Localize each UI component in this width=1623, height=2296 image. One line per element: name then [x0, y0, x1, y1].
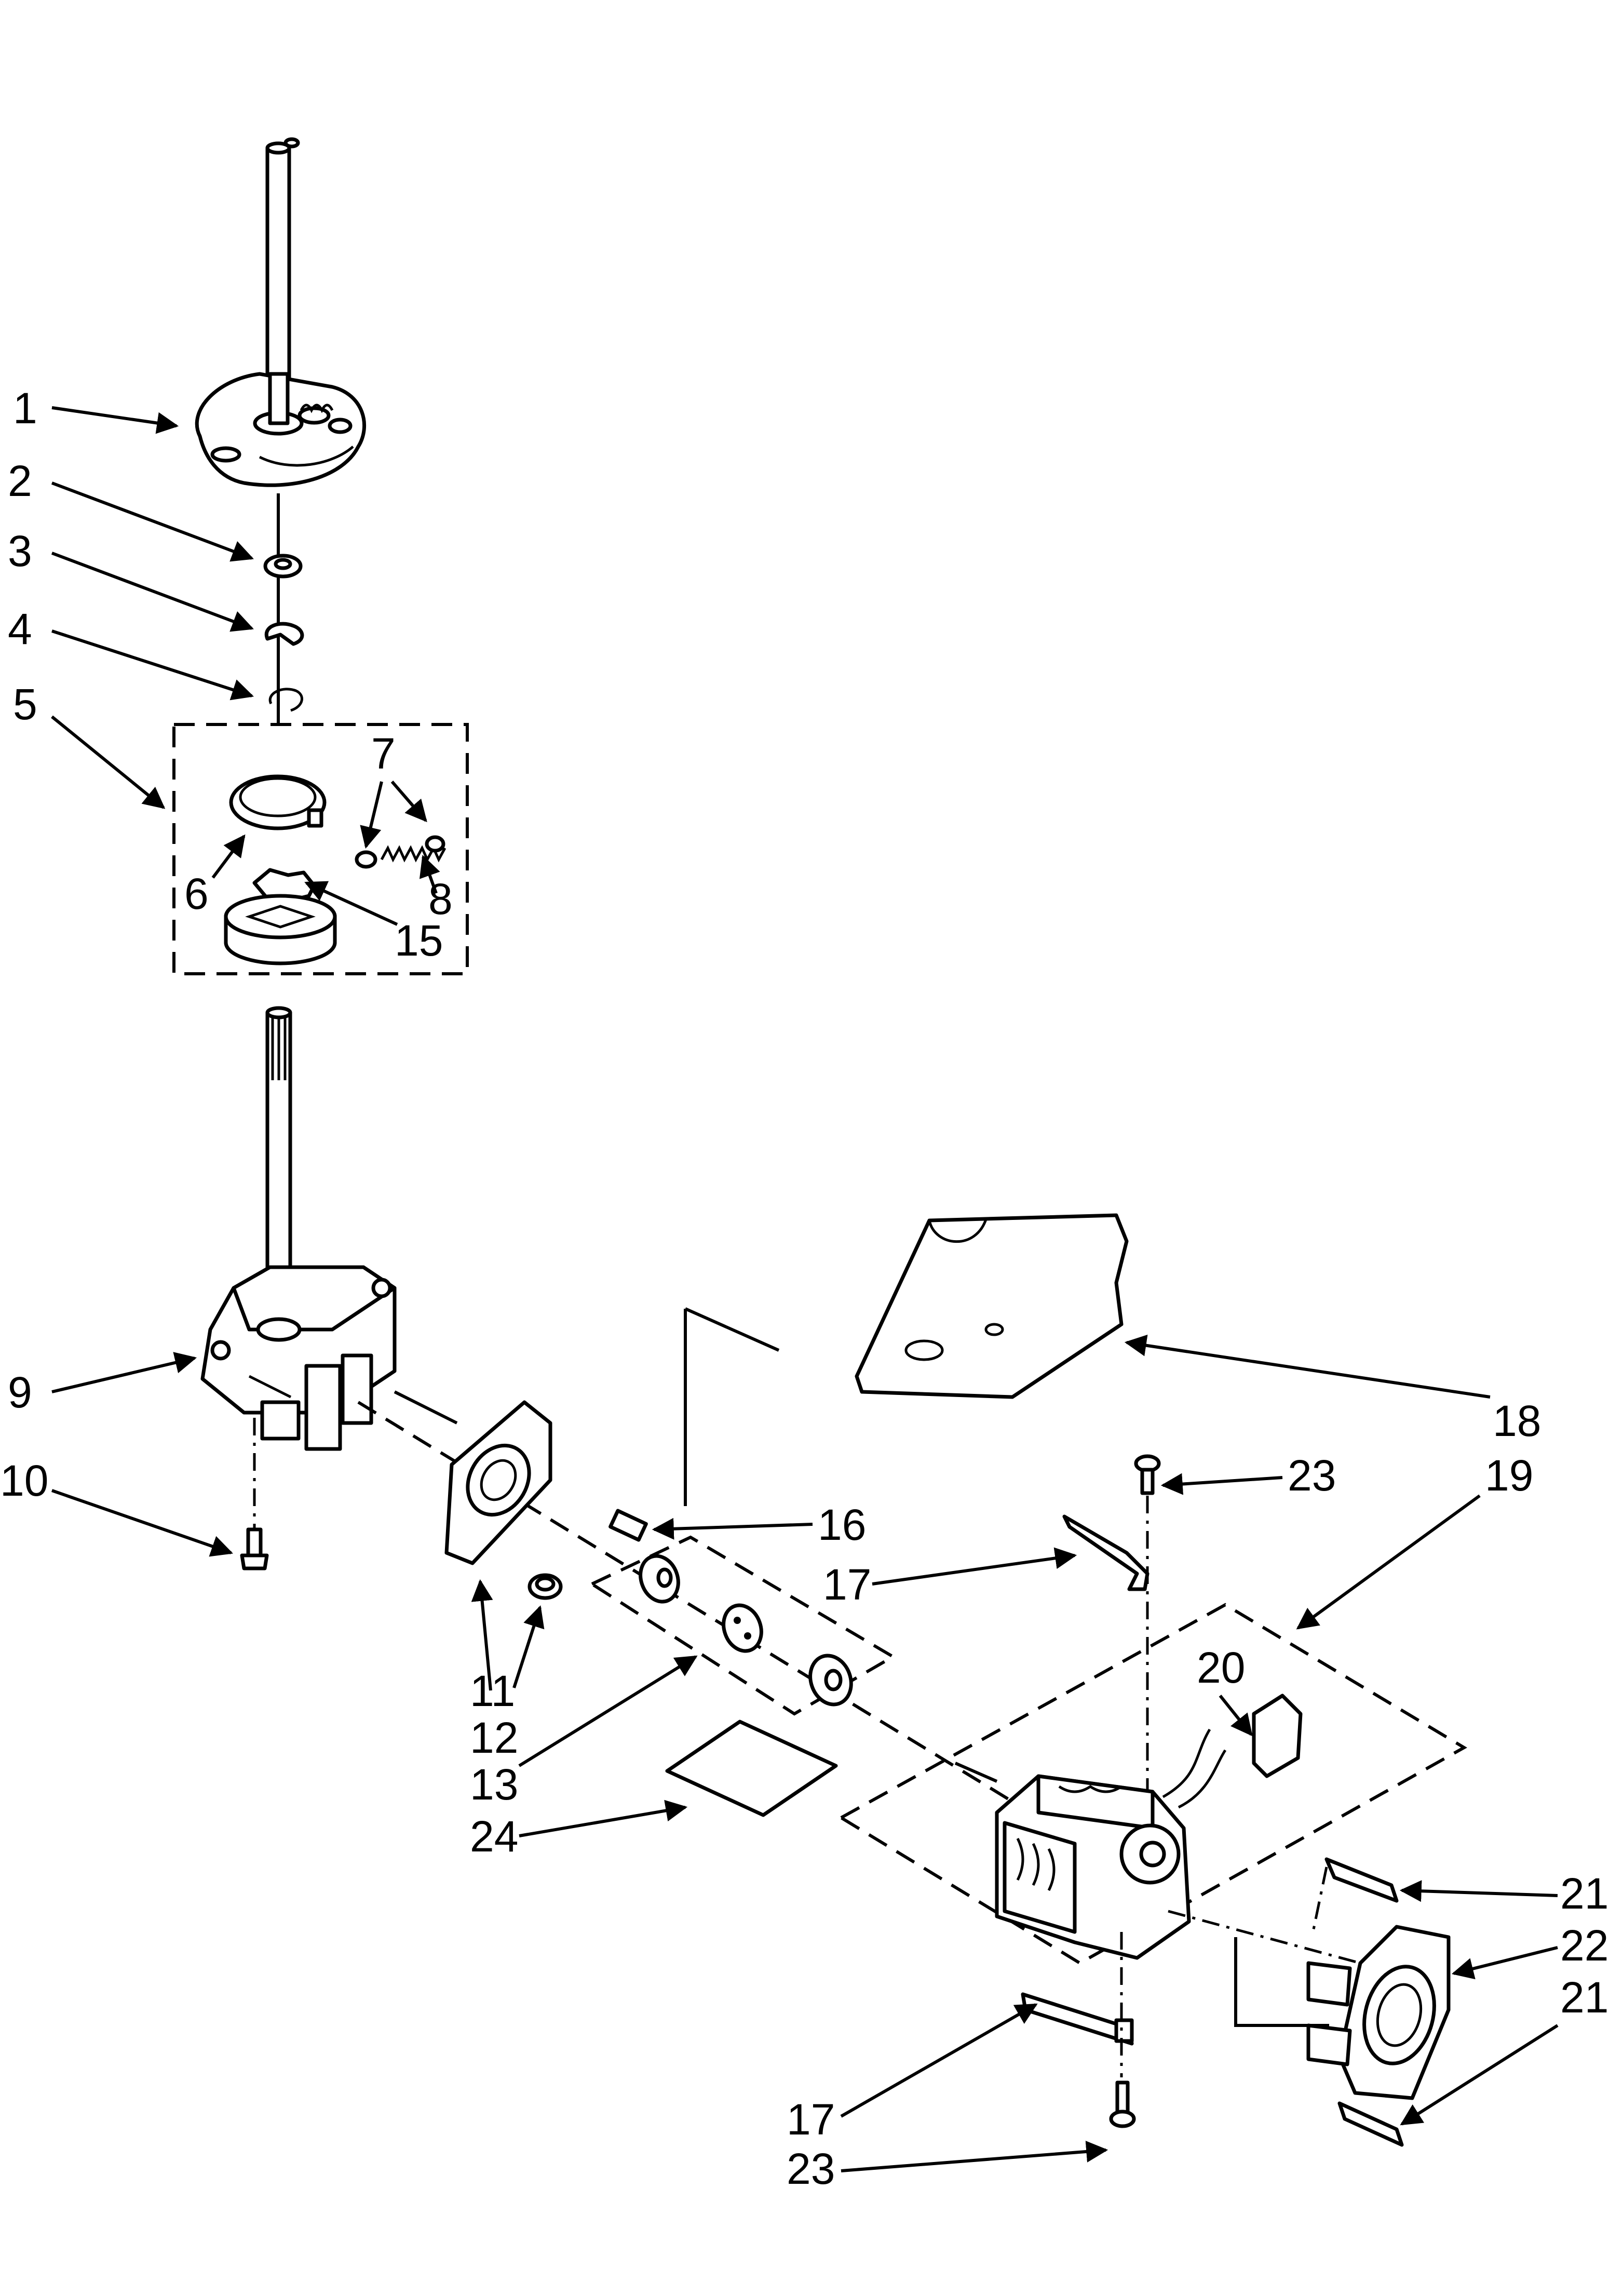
part-18-shield [855, 1213, 1129, 1399]
part-21-clip-lower [1337, 2101, 1404, 2147]
part-11-seal-plate [444, 1400, 552, 1565]
callout-16: 16 [818, 1500, 866, 1549]
callout-22: 22 [1560, 1921, 1608, 1970]
callout-11: 11 [470, 1667, 515, 1715]
callout-23-lower: 23 [787, 2144, 835, 2193]
part-16-bolt [608, 1509, 648, 1542]
part-2-washer [263, 554, 303, 579]
callout-24: 24 [470, 1812, 518, 1861]
callout-8: 8 [428, 875, 453, 923]
callout-19: 19 [1485, 1451, 1533, 1500]
part-8-spring [355, 835, 447, 869]
callout-5: 5 [13, 680, 37, 729]
part-1-brake-cam [195, 372, 367, 487]
upper-shaft [265, 137, 300, 399]
callout-21-upper: 21 [1560, 1869, 1608, 1918]
callout-15: 15 [395, 916, 443, 965]
callout-20: 20 [1197, 1643, 1245, 1692]
part-19-motor-assembly-box [838, 1603, 1467, 1965]
part-23-screw-lower [1109, 2080, 1136, 2128]
part-24-pad [665, 1720, 838, 1817]
part-9-gearcase [200, 1265, 397, 1451]
callout-1: 1 [13, 384, 37, 433]
callout-labels: 1 2 3 4 5 6 7 8 15 9 10 11 12 13 24 16 1… [0, 384, 1608, 2193]
callout-10: 10 [0, 1456, 48, 1505]
part-5-assembly-box [172, 723, 469, 975]
callout-4: 4 [8, 605, 32, 653]
part-17-clip-upper [1062, 1514, 1149, 1591]
callout-18: 18 [1493, 1397, 1541, 1445]
pulley-2 [722, 1603, 763, 1653]
clutch-hub [224, 894, 337, 965]
callout-13: 13 [470, 1760, 518, 1809]
pulley-1 [639, 1554, 680, 1604]
callout-17-lower: 17 [787, 2095, 835, 2144]
callout-12: 12 [470, 1713, 518, 1762]
callout-3: 3 [8, 527, 32, 575]
callout-9: 9 [8, 1368, 32, 1417]
part-22-pump [1306, 1925, 1451, 2100]
callout-21-lower: 21 [1560, 1973, 1608, 2022]
part-10-screw [240, 1527, 269, 1570]
callout-6: 6 [184, 869, 209, 918]
callout-17-upper: 17 [823, 1560, 871, 1609]
part-17-clip-lower [1021, 1992, 1134, 2046]
part-6-band [229, 774, 327, 830]
part-12-nut [528, 1573, 563, 1600]
part-3-clip [264, 622, 304, 646]
callout-7: 7 [371, 729, 396, 778]
callout-23-upper: 23 [1288, 1451, 1336, 1500]
callout-leaders [51, 406, 1559, 2172]
motor [954, 1762, 1191, 1960]
part-23-screw-upper [1134, 1454, 1161, 1495]
pulley-3 [808, 1654, 853, 1707]
part-20-switch [1162, 1694, 1303, 1809]
part-13-pulley-assembly-box [588, 1535, 896, 1716]
callout-2: 2 [8, 456, 32, 505]
part-21-clip-upper [1324, 1857, 1399, 1903]
part-4-retaining-ring [268, 688, 303, 712]
